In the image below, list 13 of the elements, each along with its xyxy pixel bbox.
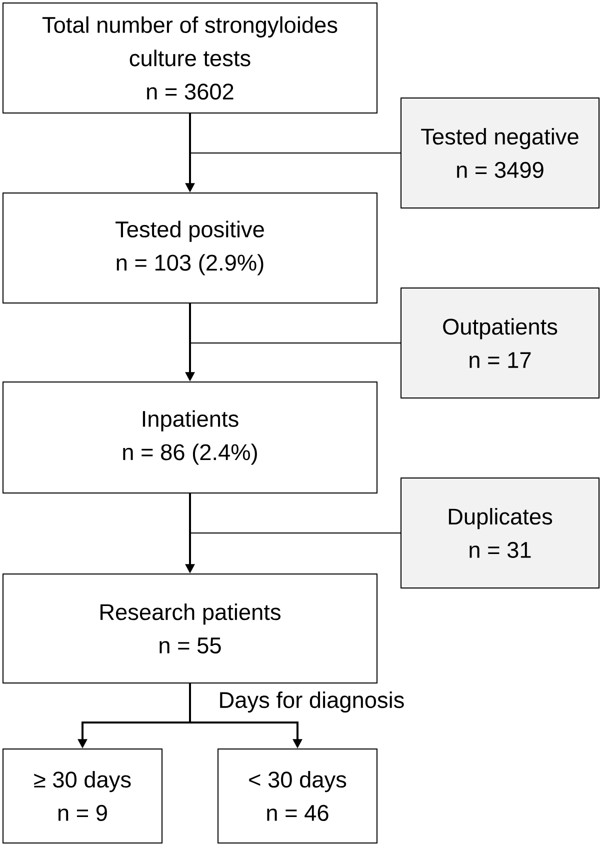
process-box: Tested positive n = 103 (2.9%)	[2, 192, 378, 304]
exclusion-box: Tested negative n = 3499	[400, 98, 600, 208]
connector-line	[190, 493, 401, 534]
process-box: < 30 days n = 46	[218, 748, 378, 844]
connector-line	[190, 303, 401, 344]
process-box: Inpatients n = 86 (2.4%)	[2, 382, 378, 494]
connector-line	[190, 113, 401, 154]
annotation: Days for diagnosis	[220, 691, 404, 713]
process-box: Total number of strongyloides culture tests n = 3602	[2, 2, 378, 114]
exclusion-box: Duplicates n = 31	[400, 478, 600, 588]
process-box: Research patients n = 55	[2, 574, 378, 684]
exclusion-box: Outpatients n = 17	[400, 288, 600, 398]
process-box: ≥ 30 days n = 9	[2, 748, 162, 844]
